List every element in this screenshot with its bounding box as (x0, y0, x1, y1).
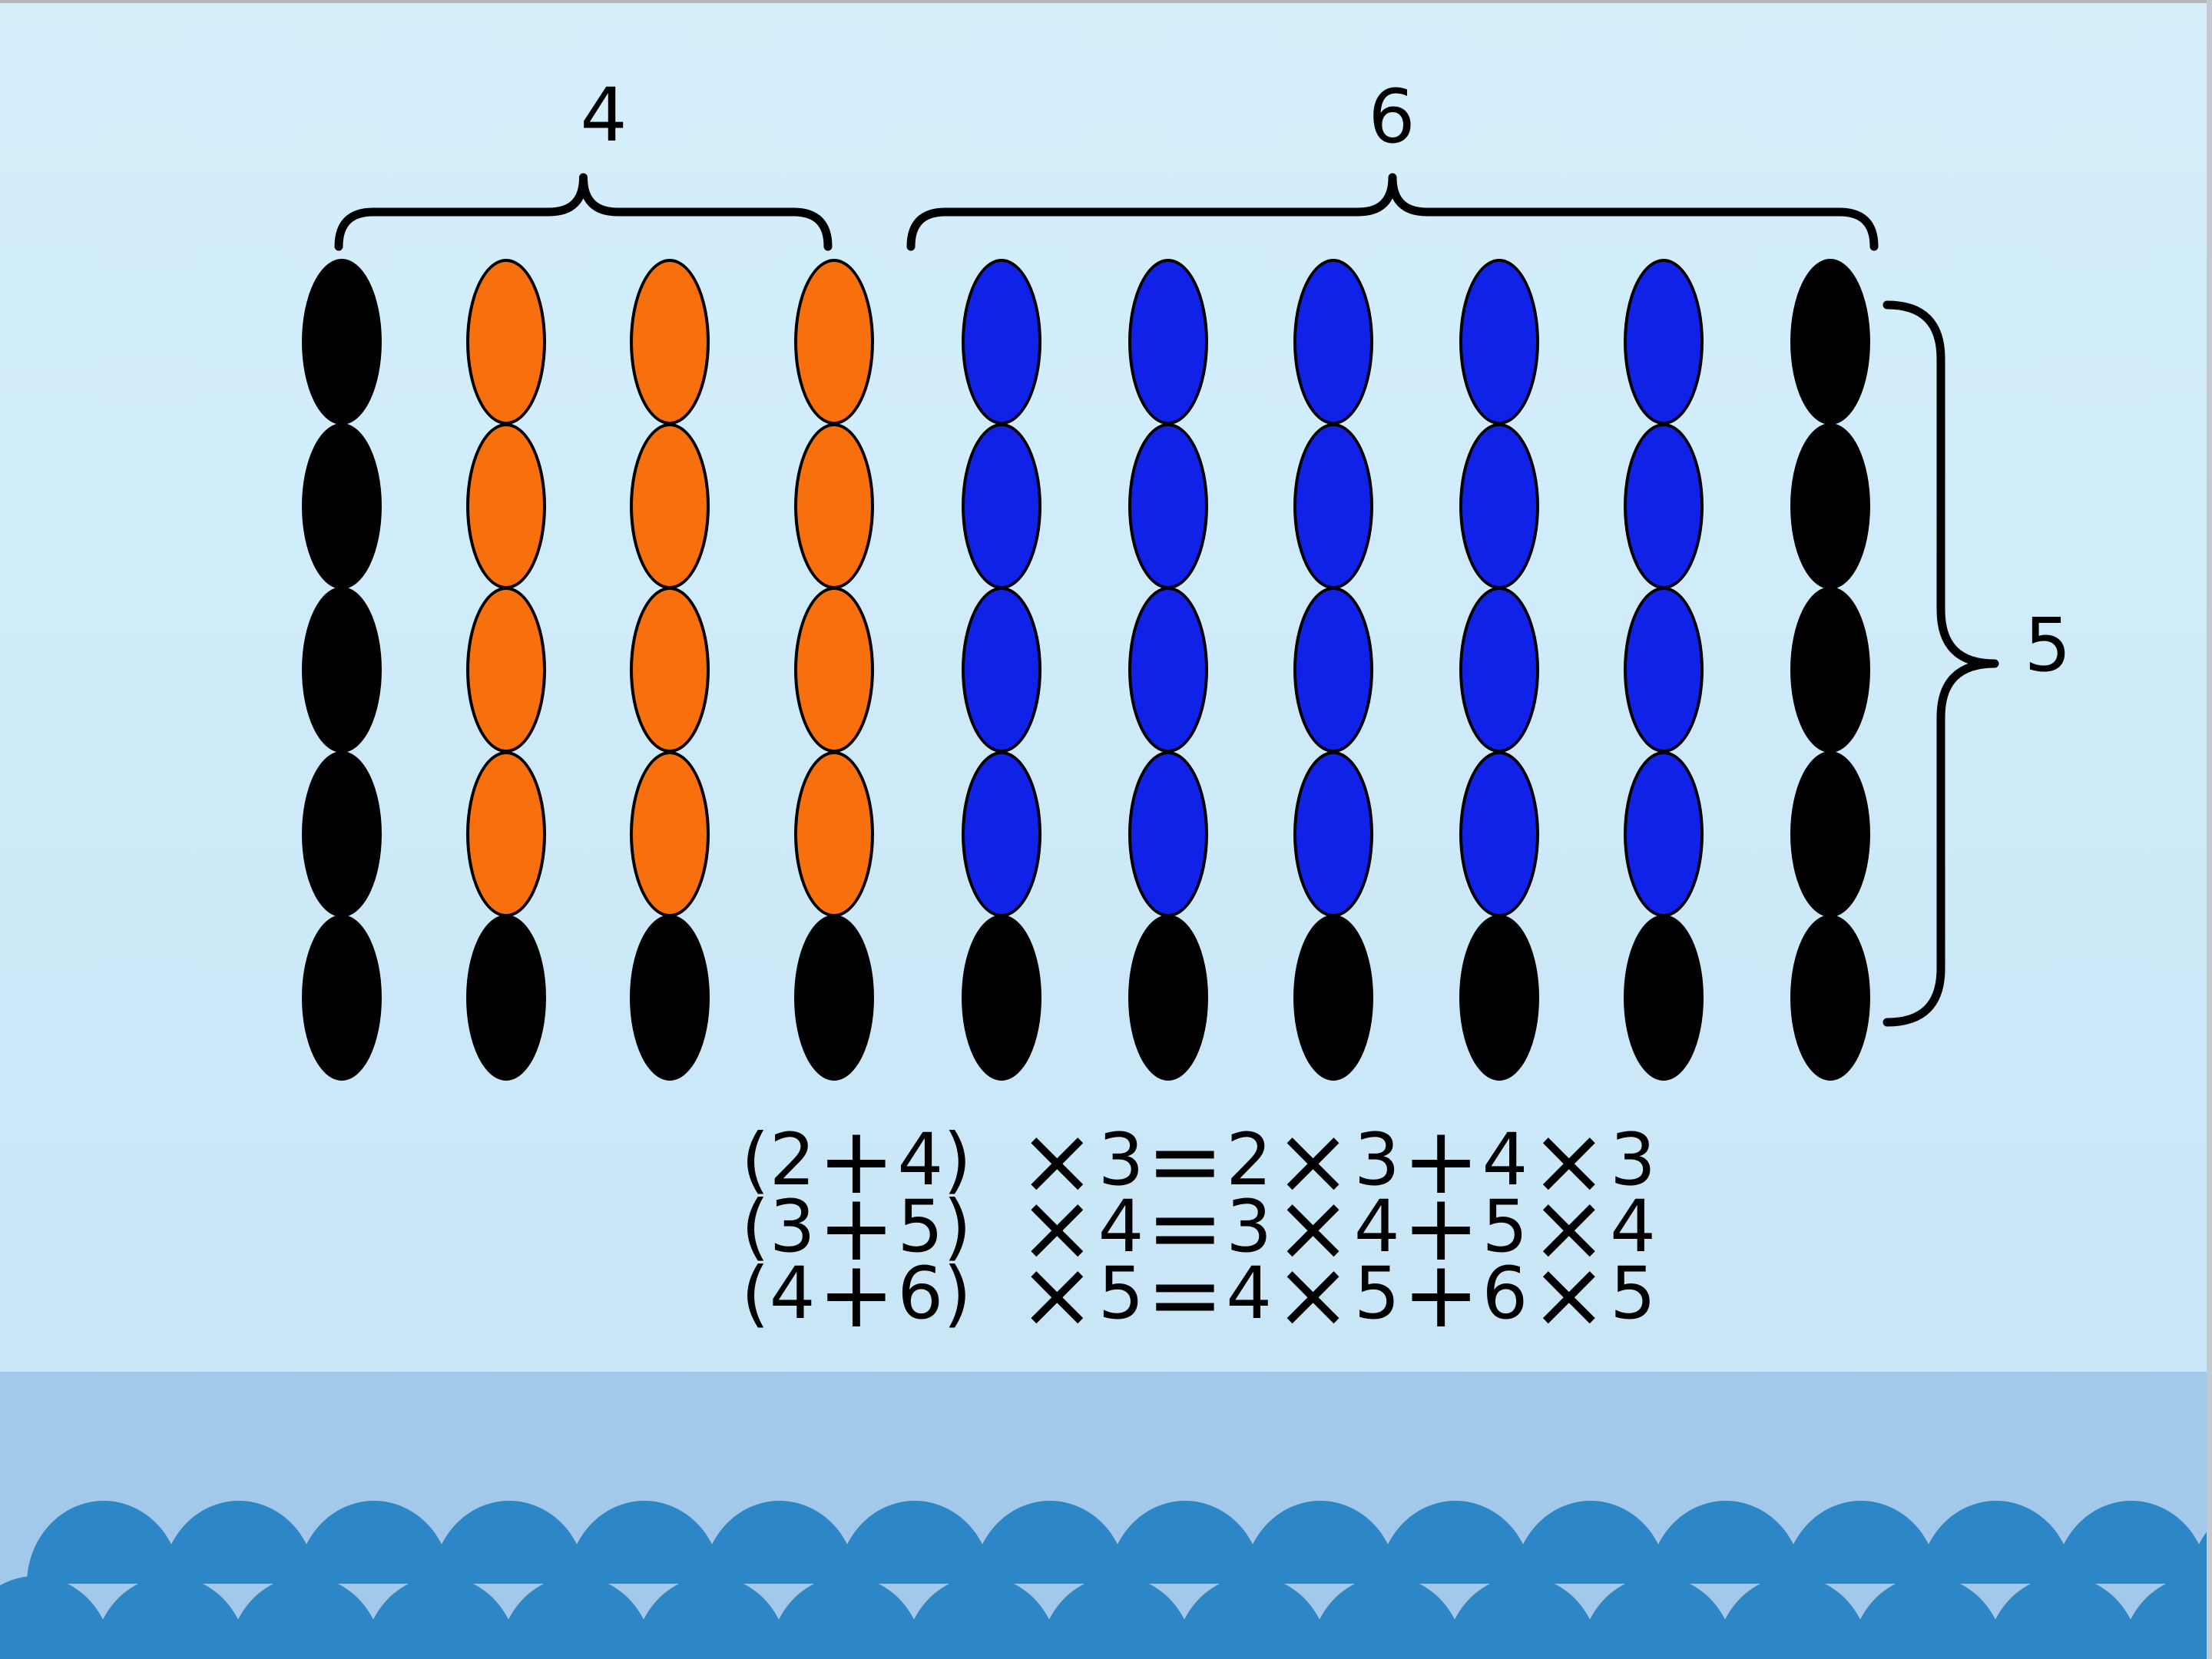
counter-oval (1790, 587, 1870, 753)
rows-count-label: 5 (2024, 602, 2071, 688)
counter-oval (1624, 423, 1704, 589)
equations-block: (2+4)×3=2×3+4×3(3+5)×4=3×4+5×4(4+6)×5=4×… (741, 1108, 1656, 1349)
counter-oval (794, 751, 874, 917)
right-columns-count-label: 6 (1368, 74, 1416, 160)
counter-oval (466, 423, 546, 589)
counter-oval (302, 751, 382, 917)
counter-oval (1459, 751, 1539, 917)
counter-oval (1293, 587, 1373, 753)
left-columns-brace (334, 173, 833, 251)
counter-oval (1790, 751, 1870, 917)
counter-oval (1128, 915, 1208, 1081)
equation-line: (2+4)×3=2×3+4×3 (741, 1108, 1656, 1215)
frame-top-highlight (0, 3, 2212, 5)
frame-top-edge (0, 0, 2212, 3)
left-columns-count-label: 4 (580, 72, 628, 158)
counter-oval (1128, 587, 1208, 753)
counter-oval (630, 423, 710, 589)
counter-oval (1128, 423, 1208, 589)
equation-line: (3+5)×4=3×4+5×4 (741, 1174, 1656, 1282)
counter-oval (1459, 587, 1539, 753)
counter-oval (794, 915, 874, 1081)
counter-oval (302, 915, 382, 1081)
counter-oval (1624, 751, 1704, 917)
counter-oval (1293, 751, 1373, 917)
counter-oval (962, 259, 1041, 425)
counter-oval (962, 423, 1041, 589)
counter-oval (794, 423, 874, 589)
counter-oval (1459, 915, 1539, 1081)
counter-oval (630, 587, 710, 753)
counter-oval (302, 423, 382, 589)
equation-line: (4+6)×5=4×5+6×5 (741, 1241, 1656, 1349)
counter-oval (630, 751, 710, 917)
counter-oval (1293, 259, 1373, 425)
counter-oval (1624, 915, 1704, 1081)
counter-oval (1624, 587, 1704, 753)
right-columns-brace (906, 173, 1879, 251)
counter-oval (1790, 915, 1870, 1081)
counter-oval (466, 751, 546, 917)
counter-oval (630, 915, 710, 1081)
counter-oval (794, 259, 874, 425)
counter-oval (302, 259, 382, 425)
counter-oval (466, 587, 546, 753)
counter-oval (466, 259, 546, 425)
counter-oval (302, 587, 382, 753)
frame-right-edge (2207, 0, 2212, 1659)
counter-oval (1790, 259, 1870, 425)
counter-oval (1790, 423, 1870, 589)
rows-brace (1883, 300, 1999, 1027)
counter-oval (466, 915, 546, 1081)
counter-oval (1624, 259, 1704, 425)
counter-oval (1459, 423, 1539, 589)
counter-oval (1128, 259, 1208, 425)
counter-oval (630, 259, 710, 425)
counter-oval (1128, 751, 1208, 917)
counter-oval (962, 751, 1041, 917)
counter-oval (794, 587, 874, 753)
counter-oval (1293, 423, 1373, 589)
counter-oval (962, 915, 1041, 1081)
counter-oval (1293, 915, 1373, 1081)
counter-oval (962, 587, 1041, 753)
counter-oval (1459, 259, 1539, 425)
